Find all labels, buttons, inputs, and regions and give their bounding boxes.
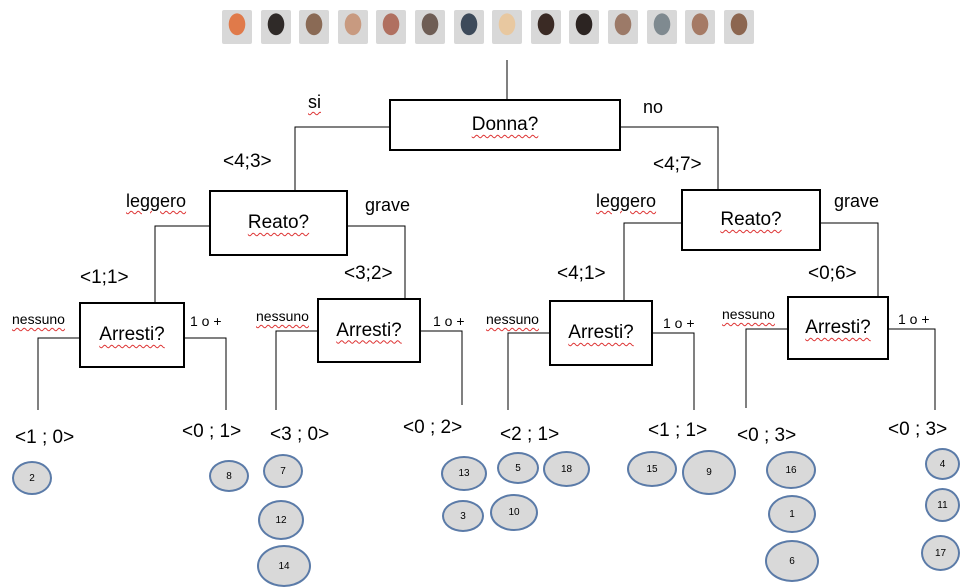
portrait-thumbnail-8	[492, 10, 522, 44]
arresti2-question: Arresti?	[336, 319, 402, 341]
leaf5-bubble-2: 18	[543, 451, 590, 487]
leaf6-counts: <1 ; 1>	[648, 420, 708, 441]
leaf4-counts: <0 ; 2>	[403, 417, 463, 438]
leaf5-bubble-3: 10	[490, 494, 538, 531]
leaf3-bubble-2: 12	[258, 500, 304, 540]
portrait-thumbnail-10	[569, 10, 599, 44]
leaf6-bubble-2: 9	[682, 450, 736, 495]
right-reato-grave-label: grave	[834, 191, 880, 211]
left-reato-question: Reato?	[247, 212, 310, 233]
portrait-thumbnail-12	[647, 10, 677, 44]
leaf8-counts: <0 ; 3>	[888, 419, 948, 440]
reato-right-leggero-line	[623, 222, 682, 300]
leaf2-bubble-1: 8	[209, 460, 249, 492]
portrait-thumbnail-13	[685, 10, 715, 44]
left-reato-leggero-label: leggero	[126, 191, 187, 211]
root-yes-line	[294, 126, 390, 190]
root-no-line	[620, 126, 719, 190]
leaf5-counts: <2 ; 1>	[500, 424, 560, 445]
leaf7-bubble-3: 6	[765, 540, 819, 582]
leaf8-bubble-1: 4	[925, 448, 960, 480]
arresti2-counts: <3;2>	[344, 263, 393, 284]
arresti1-nessuno-label: nessuno	[12, 311, 65, 327]
portrait-thumbnail-5	[376, 10, 406, 44]
arresti3-uno-line	[652, 332, 695, 410]
arresti4-uno-line	[888, 328, 936, 410]
portrait-thumbnail-6	[415, 10, 445, 44]
arresti2-nessuno-line	[275, 330, 318, 410]
reato-left-grave-line	[347, 225, 406, 298]
leaf1-counts: <1 ; 0>	[15, 427, 75, 448]
arresti3-counts: <4;1>	[557, 263, 606, 284]
arresti4-counts: <0;6>	[808, 263, 857, 284]
portrait-thumbnail-11	[608, 10, 638, 44]
arresti2-uno-label: 1 o +	[433, 313, 465, 329]
root-yes-label: si	[308, 92, 321, 112]
leaf4-bubble-2: 3	[442, 500, 484, 532]
portrait-thumbnail-14	[724, 10, 754, 44]
arresti1-nessuno-line	[37, 337, 80, 410]
leaf5-bubble-1: 5	[497, 452, 539, 484]
arresti1-uno-line	[184, 337, 227, 410]
arresti1-question: Arresti?	[99, 324, 165, 345]
leaf3-counts: <3 ; 0>	[270, 424, 330, 445]
arresti4-uno-label: 1 o +	[898, 311, 930, 327]
arresti1-node: Arresti?	[79, 302, 185, 368]
leaf3-bubble-3: 14	[257, 545, 311, 587]
arresti2-uno-line	[420, 330, 463, 405]
arresti4-nessuno-label: nessuno	[722, 306, 775, 322]
leaf7-counts: <0 ; 3>	[737, 425, 797, 446]
arresti3-question: Arresti?	[568, 322, 634, 343]
right-reato-counts: <4;7>	[653, 154, 702, 175]
leaf2-counts: <0 ; 1>	[182, 421, 242, 442]
reato-right-grave-line	[820, 222, 879, 296]
right-reato-node: Reato?	[681, 189, 821, 251]
portrait-thumbnail-4	[338, 10, 368, 44]
root-question: Donna?	[471, 114, 539, 135]
arresti2-node: Arresti?	[317, 298, 421, 363]
portrait-thumbnail-7	[454, 10, 484, 44]
left-reato-node: Reato?	[209, 190, 348, 256]
root-no-label: no	[643, 97, 664, 117]
leaf8-bubble-3: 17	[921, 535, 960, 571]
arresti4-question: Arresti?	[805, 317, 871, 338]
leaf7-bubble-2: 1	[768, 495, 816, 533]
root-node-donna: Donna?	[389, 99, 621, 151]
leaf1-bubble-1: 2	[12, 461, 52, 495]
arresti3-uno-label: 1 o +	[663, 315, 695, 331]
leaf7-bubble-1: 16	[766, 451, 816, 489]
arresti3-nessuno-line	[507, 332, 550, 410]
portrait-thumbnail-2	[261, 10, 291, 44]
portrait-thumbnail-9	[531, 10, 561, 44]
arresti3-nessuno-label: nessuno	[486, 311, 539, 327]
arresti4-nessuno-line	[745, 328, 788, 408]
reato-left-leggero-line	[154, 225, 210, 302]
portrait-thumbnail-1	[222, 10, 252, 44]
leaf6-bubble-1: 15	[627, 451, 677, 487]
left-reato-grave-label: grave	[365, 195, 411, 215]
portrait-thumbnail-3	[299, 10, 329, 44]
arresti1-counts: <1;1>	[80, 267, 129, 288]
leaf8-bubble-2: 11	[925, 488, 960, 522]
right-reato-question: Reato?	[720, 209, 782, 230]
right-reato-leggero-label: leggero	[596, 191, 657, 211]
arresti2-nessuno-label: nessuno	[256, 308, 309, 324]
leaf4-bubble-1: 13	[441, 456, 487, 491]
arresti3-node: Arresti?	[549, 300, 653, 366]
arresti4-node: Arresti?	[787, 296, 889, 360]
arresti1-uno-label: 1 o +	[190, 313, 222, 329]
left-reato-counts: <4;3>	[223, 151, 272, 172]
leaf3-bubble-1: 7	[263, 454, 303, 488]
